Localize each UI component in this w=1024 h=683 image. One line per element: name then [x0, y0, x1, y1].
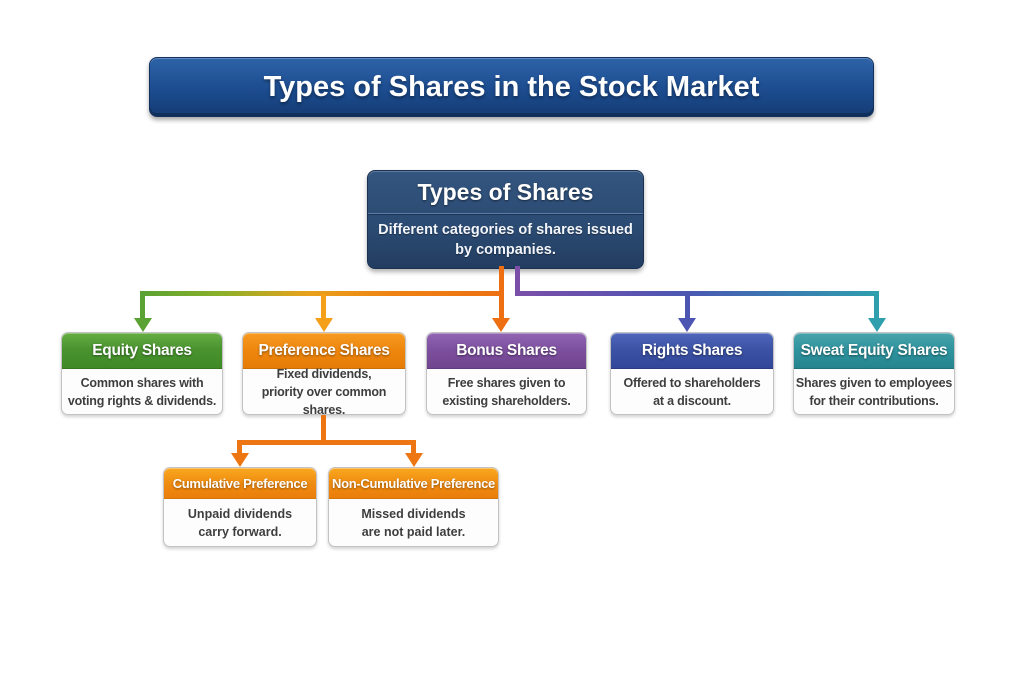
connector-rights-arrowhead	[678, 318, 696, 332]
connector-preference-arrowhead	[315, 318, 333, 332]
node-equity-shares-title: Equity Shares	[92, 341, 192, 359]
node-cumulative-preference-title: Cumulative Preference	[172, 475, 308, 491]
node-preference-shares: Preference Shares Fixed dividends, prior…	[242, 332, 406, 418]
connector-cumulative-arrowhead	[231, 453, 249, 467]
node-sweat-equity-shares-title: Sweat Equity Shares	[800, 341, 948, 359]
node-cumulative-preference-description: Unpaid dividends carry forward.	[187, 506, 293, 539]
connector-equity-vertical	[140, 291, 145, 318]
node-sweat-equity-shares: Sweat Equity Shares Shares given to empl…	[793, 332, 955, 415]
node-noncumulative-preference-header: Non-Cumulative Preference	[329, 468, 498, 499]
connector-sub-stem	[321, 415, 326, 442]
node-bonus-shares-title: Bonus Shares	[456, 341, 557, 359]
node-rights-shares: Rights Shares Offered to shareholders at…	[610, 332, 774, 415]
node-noncumulative-preference-description: Missed dividends are not paid later.	[361, 506, 466, 539]
node-bonus-shares-header: Bonus Shares	[427, 333, 586, 369]
connector-left-horizontal	[140, 291, 503, 296]
node-sweat-equity-shares-header: Sweat Equity Shares	[794, 333, 954, 369]
connector-rights-vertical	[685, 294, 690, 318]
connector-noncumulative-arrowhead	[405, 453, 423, 467]
node-preference-shares-description: Fixed dividends, priority over common sh…	[261, 366, 387, 418]
node-rights-shares-title: Rights Shares	[641, 341, 743, 359]
node-noncumulative-preference-title: Non-Cumulative Preference	[332, 475, 495, 491]
node-equity-shares-header: Equity Shares	[62, 333, 222, 369]
connector-noncumulative-vertical	[411, 440, 416, 454]
node-equity-shares: Equity Shares Common shares with voting …	[61, 332, 223, 415]
connector-right-horizontal	[515, 291, 879, 296]
node-bonus-shares: Bonus Shares Free shares given to existi…	[426, 332, 587, 415]
connector-equity-arrowhead	[134, 318, 152, 332]
connector-cumulative-vertical	[237, 440, 242, 454]
root-node-description: Different categories of shares issued by…	[368, 214, 643, 267]
node-rights-shares-description: Offered to shareholders at a discount.	[623, 375, 761, 408]
node-sweat-equity-shares-description: Shares given to employees for their cont…	[795, 375, 953, 408]
connector-sweat-arrowhead	[868, 318, 886, 332]
node-rights-shares-header: Rights Shares	[611, 333, 773, 369]
node-noncumulative-preference: Non-Cumulative Preference Missed dividen…	[328, 467, 499, 547]
node-preference-shares-header: Preference Shares	[243, 333, 405, 369]
node-cumulative-preference-header: Cumulative Preference	[164, 468, 316, 499]
connector-bonus-arrowhead	[492, 318, 510, 332]
node-cumulative-preference: Cumulative Preference Unpaid dividends c…	[163, 467, 317, 547]
node-preference-shares-title: Preference Shares	[258, 341, 390, 359]
connector-sub-horizontal	[237, 440, 416, 445]
connector-preference-vertical	[321, 294, 326, 318]
title-banner: Types of Shares in the Stock Market	[149, 57, 874, 117]
connector-sweat-vertical	[874, 291, 879, 318]
node-equity-shares-description: Common shares with voting rights & divid…	[67, 375, 217, 408]
node-bonus-shares-description: Free shares given to existing shareholde…	[442, 375, 571, 408]
root-node-title: Types of Shares	[368, 171, 643, 214]
page-title: Types of Shares in the Stock Market	[263, 70, 760, 103]
node-types-of-shares: Types of Shares Different categories of …	[367, 170, 644, 269]
connector-purple-stem	[515, 266, 520, 296]
